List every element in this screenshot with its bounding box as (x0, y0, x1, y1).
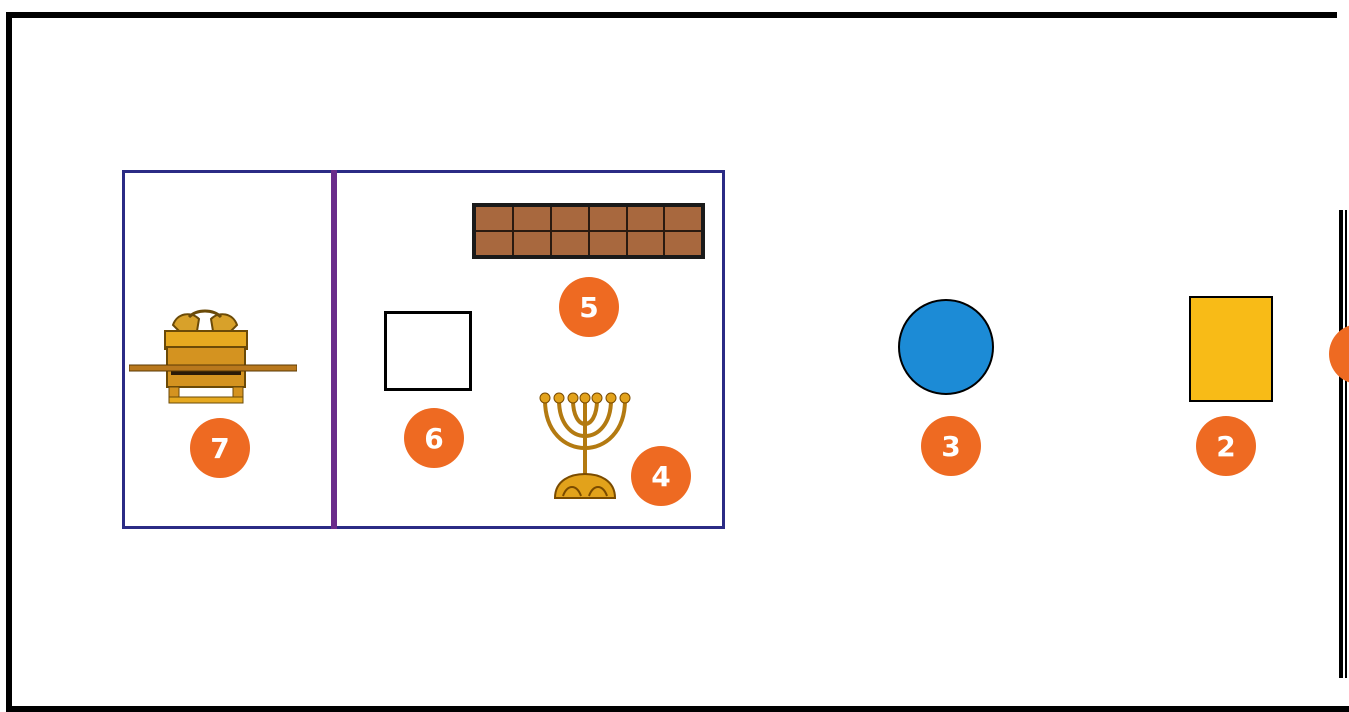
badge-ark: 7 (190, 418, 250, 478)
ark-of-the-covenant-icon (129, 305, 297, 405)
badge-laver: 3 (921, 416, 981, 476)
menorah-icon (527, 388, 643, 500)
badge-table: 5 (559, 277, 619, 337)
veil-divider (331, 170, 337, 529)
altar-of-incense-square (384, 311, 472, 391)
ark-cherubim (173, 311, 237, 331)
court-gate-post-right (1345, 210, 1347, 678)
badge-lampstand: 4 (631, 446, 691, 506)
badge-altar-of-incense: 6 (404, 408, 464, 468)
court-gate-post-left (1339, 210, 1343, 678)
badge-bronze-altar: 2 (1196, 416, 1256, 476)
court-gate-gap (1337, 10, 1349, 210)
bronze-altar-rectangle (1189, 296, 1273, 402)
laver-circle (898, 299, 994, 395)
table-of-showbread-icon (471, 202, 706, 260)
